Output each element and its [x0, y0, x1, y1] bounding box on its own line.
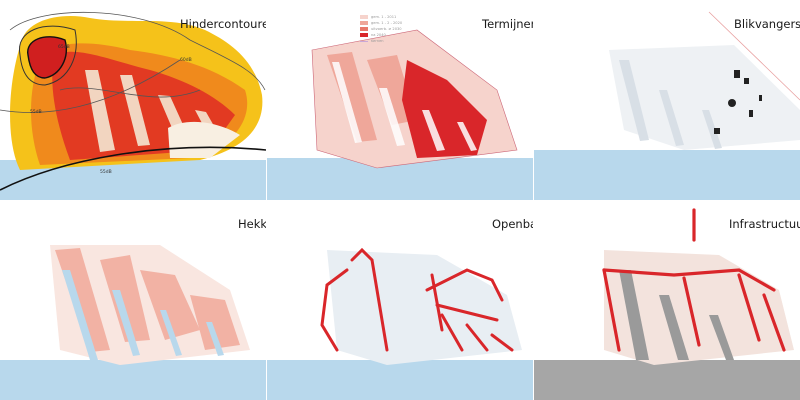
- landmark-markers: [714, 70, 762, 134]
- panel-termijnen: Termijnen gem. 1 - 2011 gem. 1 - 2 - 202…: [267, 0, 533, 200]
- contour-line: [19, 25, 77, 86]
- legend-item: gem. 1 - 2011: [360, 14, 402, 20]
- water: [534, 150, 800, 200]
- contour-core: [27, 36, 67, 79]
- legend-item: Kernen: [360, 38, 402, 44]
- main-contour: [0, 146, 266, 191]
- panel-infrastructuur: Infrastructuur: [534, 200, 800, 400]
- contour-label: 65dB: [58, 45, 70, 50]
- panel-title: Termijnen: [482, 17, 533, 31]
- panel-title: Openbaar gebied: [492, 217, 533, 231]
- harbor-basins: [85, 70, 222, 152]
- openbaar-gebied-map: [267, 247, 533, 400]
- contour-label: 60dB: [180, 58, 192, 63]
- legend-item: na 2040: [360, 32, 402, 38]
- panel-title: Hekken: [238, 217, 266, 231]
- contour-label: 55dB: [30, 110, 42, 115]
- blikvangers-map: [534, 11, 800, 200]
- road-line: [708, 11, 800, 101]
- water: [0, 360, 266, 400]
- hindercontouren-map: [0, 11, 266, 200]
- noise-contour: [9, 11, 266, 91]
- harbor-basins: [62, 270, 224, 360]
- hekken-map: [0, 245, 266, 400]
- noise-contour: [59, 87, 201, 98]
- dock-area: [168, 121, 240, 158]
- panel-blikvangers: Blikvangers: [534, 0, 800, 200]
- legend: gem. 1 - 2011 gem. 1 - 2 - 2020 uitvoerb…: [360, 14, 402, 44]
- legend-item: uitvoerb. ≥ 2030: [360, 26, 402, 32]
- public-routes: [320, 247, 514, 352]
- fenced-areas: [55, 248, 240, 352]
- land-area: [327, 250, 522, 365]
- infrastructure-lines: [602, 208, 786, 352]
- panel-title: Infrastructuur: [729, 217, 800, 231]
- area-outline: [311, 29, 518, 169]
- contour-label: 55dB: [100, 170, 112, 175]
- infrastructuur-map: [534, 208, 800, 400]
- panel-openbaar-gebied: Openbaar gebied: [267, 200, 533, 400]
- termijnen-map: [267, 29, 533, 200]
- legend-item: gem. 1 - 2 - 2020: [360, 20, 402, 26]
- grey-sea: [534, 360, 800, 400]
- noise-contour: [0, 59, 181, 113]
- land-area: [609, 45, 800, 150]
- land-area: [604, 250, 794, 365]
- panel-title: Hindercontouren: [180, 17, 266, 31]
- harbor-basins: [332, 62, 477, 151]
- water: [267, 360, 533, 400]
- harbor-basins: [619, 60, 722, 149]
- harbor-basins: [619, 270, 734, 360]
- panel-title: Blikvangers: [734, 17, 800, 31]
- panel-hindercontouren: Hindercontouren 55dB 65dB 60dB 55dB: [0, 0, 266, 200]
- panel-hekken: Hekken: [0, 200, 266, 400]
